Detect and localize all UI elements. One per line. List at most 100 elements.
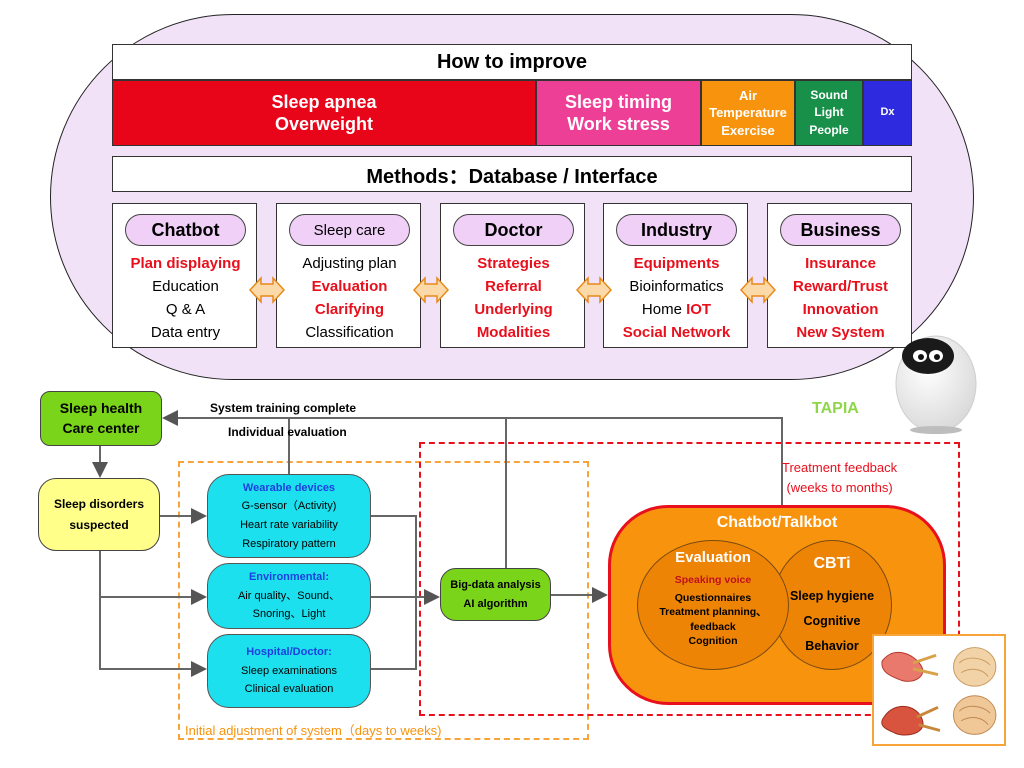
method-item: Evaluation (311, 278, 388, 295)
method-item: Underlying (474, 301, 553, 318)
node-title: Wearable devices (242, 481, 336, 494)
double-arrow-icon (576, 276, 612, 304)
method-title-doctor: Doctor (453, 214, 574, 246)
evaluation-circle (637, 540, 789, 670)
methods-header: Methods：Database / Interface (112, 156, 912, 192)
method-item: Clarifying (314, 301, 385, 318)
node-line: Air quality、Sound、 (237, 589, 341, 602)
category-line: Sound (810, 87, 848, 102)
chatbot-talkbot-title: Chatbot/Talkbot (716, 514, 838, 531)
sleep-health-care-center: Sleep health Care center (40, 391, 162, 446)
evaluation-items: Speaking voice Questionnaires Treatment … (637, 573, 789, 648)
node-line: suspected (69, 517, 129, 532)
category-line: Temperature (709, 105, 787, 121)
method-item: Bioinformatics (629, 278, 724, 295)
node-title: Environmental: (248, 570, 330, 583)
category-line: Work stress (567, 114, 670, 134)
method-item: Social Network (622, 324, 731, 341)
double-arrow-icon (740, 276, 776, 304)
method-item: Adjusting plan (302, 255, 397, 272)
double-arrow-icon (249, 276, 285, 304)
category-dx: Dx (863, 80, 912, 146)
big-data-analysis-node: Big-data analysis AI algorithm (440, 568, 551, 621)
method-box-doctor: Doctor Strategies Referral Underlying Mo… (440, 203, 585, 348)
node-line: Big-data analysis (450, 578, 541, 591)
cbti-items: Sleep hygiene Cognitive Behavior (772, 584, 892, 659)
method-title-business: Business (780, 214, 901, 246)
method-item: Home IOT (604, 298, 749, 321)
node-line: Clinical evaluation (244, 683, 334, 696)
method-item: Q & A (165, 301, 206, 318)
initial-adjustment-region (178, 461, 589, 740)
double-arrow-icon (413, 276, 449, 304)
method-title-chatbot: Chatbot (125, 214, 246, 246)
category-sound: Sound Light People (795, 80, 863, 146)
label-treatment-feedback: Treatment feedback (weeks to months) (782, 458, 897, 498)
node-line: G-sensor（Activity) (241, 500, 337, 513)
treatment-feedback-region (419, 442, 960, 716)
label-system-training: System training complete (210, 401, 357, 415)
node-line: Sleep disorders (53, 497, 145, 512)
label-initial-adjustment: Initial adjustment of system（days to wee… (185, 723, 442, 738)
node-title: Hospital/Doctor: (246, 645, 332, 658)
label-individual-evaluation: Individual evaluation (228, 425, 347, 439)
node-line: Heart rate variability (240, 519, 338, 531)
methods-title: Methods：Database / Interface (366, 165, 658, 188)
method-item: Plan displaying (130, 255, 241, 272)
evaluation-line: Treatment planning、 (659, 606, 767, 619)
method-item-prefix: Home (641, 301, 687, 318)
method-item: Reward/Trust (792, 278, 889, 295)
cbti-line: Behavior (805, 639, 859, 653)
method-box-industry: Industry Equipments Bioinformatics Home … (603, 203, 748, 348)
method-box-chatbot: Chatbot Plan displaying Education Q & A … (112, 203, 257, 348)
evaluation-highlight: Speaking voice (674, 574, 752, 586)
feedback-line: (weeks to months) (786, 480, 893, 496)
evaluation-title: Evaluation (675, 549, 751, 566)
category-air: Air Temperature Exercise (701, 80, 795, 146)
category-line: Sleep apnea (271, 91, 377, 112)
method-box-sleep-care: Sleep care Adjusting plan Evaluation Cla… (276, 203, 421, 348)
node-line: AI algorithm (463, 597, 528, 610)
method-title-sleep-care: Sleep care (289, 214, 410, 246)
feedback-line: Treatment feedback (782, 460, 898, 475)
evaluation-line: Questionnaires (674, 592, 752, 605)
method-item: Classification (305, 324, 394, 341)
category-sleep-apnea: Sleep apnea Overweight (112, 80, 536, 146)
environmental-node: Environmental: Air quality、Sound、 Snorin… (207, 563, 371, 629)
how-to-improve-title: How to improve (436, 50, 587, 73)
method-item: Education (152, 278, 219, 295)
method-item: Innovation (802, 301, 879, 318)
node-line: Respiratory pattern (242, 537, 336, 550)
cbti-title: CBTi (813, 555, 851, 572)
node-line: Care center (62, 419, 140, 436)
sleep-disorders-suspected: Sleep disorders suspected (38, 478, 160, 551)
category-line: People (809, 122, 849, 137)
category-line: Sleep timing (564, 91, 672, 112)
method-item-suffix: IOT (686, 301, 712, 318)
tapia-robot-icon (895, 335, 977, 434)
category-sleep-timing: Sleep timing Work stress (536, 80, 701, 146)
hospital-doctor-node: Hospital/Doctor: Sleep examinations Clin… (207, 634, 371, 708)
method-box-business: Business Insurance Reward/Trust Innovati… (767, 203, 912, 348)
category-line: Dx (880, 106, 895, 119)
tapia-label: TAPIA (812, 400, 859, 417)
method-item: Equipments (633, 255, 720, 272)
category-line: Overweight (274, 114, 374, 134)
how-to-improve-header: How to improve (112, 44, 912, 80)
category-line: Exercise (721, 122, 775, 138)
method-item: Strategies (477, 255, 550, 272)
brain-neuron-illustration (872, 634, 1006, 746)
method-item: Insurance (805, 255, 876, 272)
node-line: Sleep health (59, 399, 143, 416)
category-line: Air (738, 87, 758, 103)
method-item: Modalities (476, 324, 551, 341)
node-line: Snoring、Light (252, 608, 326, 621)
method-item: New System (796, 324, 885, 341)
node-line: Sleep examinations (240, 664, 337, 677)
evaluation-line: Cognition (688, 634, 738, 647)
cbti-line: Sleep hygiene (789, 589, 875, 603)
method-title-industry: Industry (616, 214, 737, 246)
method-item: Data entry (150, 324, 221, 341)
evaluation-line: feedback (690, 620, 736, 633)
